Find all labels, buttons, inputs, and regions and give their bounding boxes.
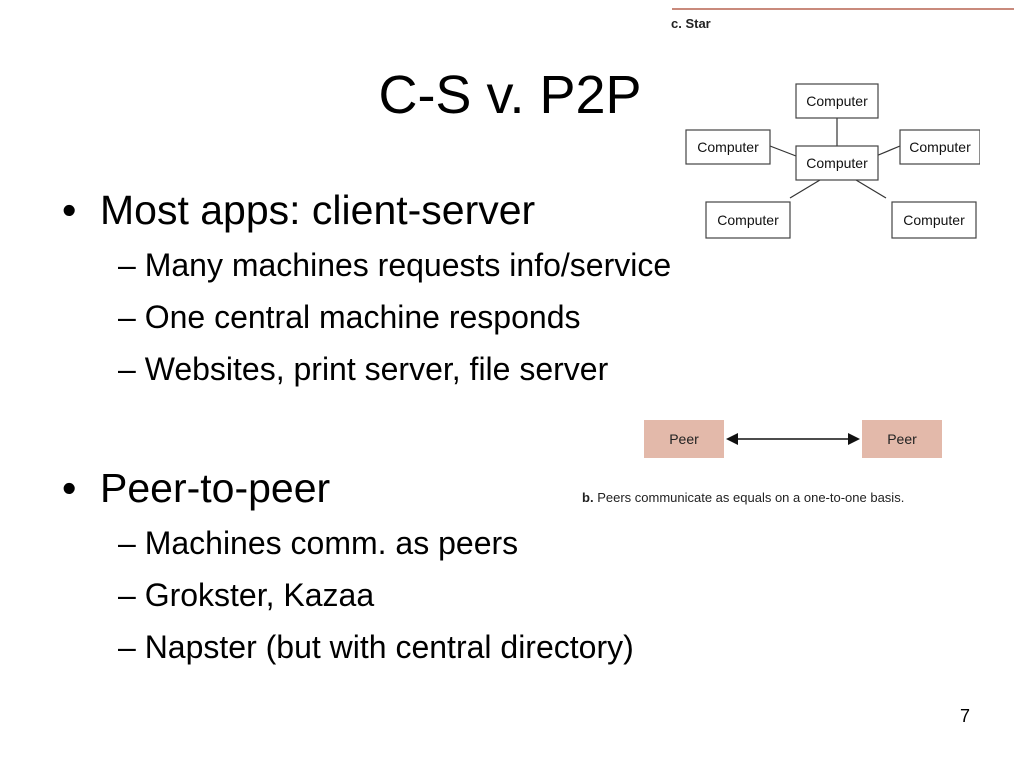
sub-bullet-item: – Many machines requests info/service: [118, 246, 671, 284]
sub-bullet-item: – Napster (but with central directory): [118, 628, 634, 666]
peer-box-right: [862, 420, 942, 458]
peer-label-right: Peer: [887, 431, 917, 447]
link-left: [769, 145, 797, 157]
figure-a-caption: c. Star: [671, 16, 711, 31]
node-label-bottom-left: Computer: [717, 212, 779, 228]
sub-bullet-item: – Websites, print server, file server: [118, 350, 608, 388]
dash-marker: –: [118, 299, 136, 335]
node-label-top: Computer: [806, 93, 868, 109]
arrow-head-left: [726, 433, 738, 445]
sub-bullet-text: Napster (but with central directory): [144, 629, 634, 665]
sub-bullet-text: Many machines requests info/service: [144, 247, 672, 283]
peer-label-left: Peer: [669, 431, 699, 447]
sub-bullet-text: Websites, print server, file server: [144, 351, 609, 387]
peer-to-peer-diagram: Peer Peer: [644, 420, 942, 458]
figure-b-letter: b.: [582, 490, 594, 505]
arrow-head-right: [848, 433, 860, 445]
link-bottom-left: [789, 179, 821, 199]
star-links: [769, 118, 901, 199]
sub-bullet-item: – Machines comm. as peers: [118, 524, 518, 562]
node-box-bottom-left: [705, 201, 791, 239]
dash-marker: –: [118, 629, 136, 665]
node-box-left: [685, 129, 771, 165]
node-box-top: [795, 83, 879, 119]
bullet-marker: •: [62, 465, 77, 511]
sub-bullet-text: One central machine responds: [144, 299, 581, 335]
bullet-marker: •: [62, 187, 77, 233]
node-label-bottom-right: Computer: [903, 212, 965, 228]
sub-bullet-text: Machines comm. as peers: [144, 525, 519, 561]
dash-marker: –: [118, 247, 136, 283]
bullet-text: Peer-to-peer: [100, 465, 331, 511]
sub-bullet-item: – One central machine responds: [118, 298, 580, 336]
node-label-center: Computer: [806, 155, 868, 171]
figure-b-caption-text: Peers communicate as equals on a one-to-…: [597, 490, 905, 505]
node-box-center: [795, 145, 879, 181]
bullet-text: Most apps: client-server: [100, 187, 536, 233]
link-bottom-right: [855, 179, 887, 199]
link-right: [875, 145, 901, 157]
top-divider: [672, 8, 1014, 10]
sub-bullet-text: Grokster, Kazaa: [144, 577, 375, 613]
dash-marker: –: [118, 351, 136, 387]
slide-title: C-S v. P2P: [378, 65, 642, 125]
node-box-bottom-right: [891, 201, 977, 239]
star-topology-diagram: Computer Computer Computer Computer Comp…: [685, 83, 980, 239]
node-label-left: Computer: [697, 139, 759, 155]
figure-b-caption: b. Peers communicate as equals on a one-…: [582, 490, 904, 505]
dash-marker: –: [118, 525, 136, 561]
dash-marker: –: [118, 577, 136, 613]
sub-bullet-item: – Grokster, Kazaa: [118, 576, 374, 614]
peer-box-left: [644, 420, 724, 458]
page-number: 7: [959, 706, 970, 726]
node-box-right: [899, 129, 980, 165]
node-label-right: Computer: [909, 139, 971, 155]
